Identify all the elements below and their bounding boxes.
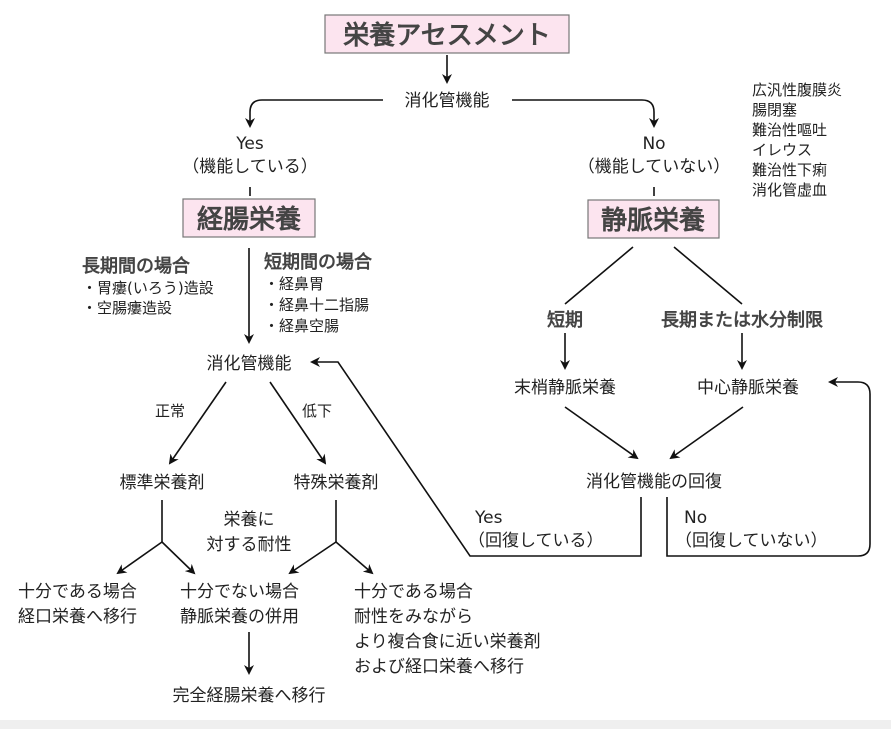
peripheral-pn: 末梢静脈栄養 bbox=[514, 378, 616, 398]
line-to-short bbox=[564, 246, 634, 305]
contraindication-list: 広汎性腹膜炎 腸閉塞 難治性嘔吐 イレウス 難治性下痢 消化管虚血 bbox=[752, 81, 842, 199]
sufficient-right: 耐性をみながら bbox=[354, 607, 473, 627]
contraindication-item: 腸閉塞 bbox=[752, 101, 797, 119]
long-term-item: ・胃瘻(いろう)造設 bbox=[82, 279, 214, 297]
central-pn: 中心静脈栄養 bbox=[697, 378, 799, 398]
sufficient-left: 十分である場合 bbox=[18, 582, 137, 602]
footer-band bbox=[0, 720, 891, 729]
short-term-heading: 短期間の場合 bbox=[264, 251, 373, 273]
short-term-item: ・経鼻空腸 bbox=[264, 317, 339, 335]
contraindication-item: イレウス bbox=[752, 141, 812, 159]
arrow-peripheral-to-recovery bbox=[564, 406, 639, 460]
branch-yes-connector bbox=[245, 99, 383, 128]
tolerance-line: 栄養に bbox=[224, 510, 275, 530]
short-term-item: ・経鼻十二指腸 bbox=[264, 296, 369, 314]
long-term-item: ・空腸瘻造設 bbox=[82, 299, 172, 317]
enteral-box bbox=[182, 198, 316, 238]
arrow-not-recovered-to-central bbox=[666, 377, 871, 557]
recovered-label: Yes bbox=[474, 508, 503, 528]
short-label: 短期 bbox=[547, 309, 583, 331]
arrow-decreased bbox=[269, 381, 327, 465]
title-text: 栄養アセスメント bbox=[342, 21, 550, 51]
arrow-special-insufficient bbox=[288, 541, 337, 575]
decreased-label: 低下 bbox=[302, 402, 332, 420]
title-box bbox=[324, 14, 570, 54]
special-formula: 特殊栄養剤 bbox=[294, 473, 379, 493]
enteral-title: 経腸栄養 bbox=[197, 204, 302, 235]
yes-sub: （機能している） bbox=[182, 157, 318, 177]
parenteral-title: 静脈栄養 bbox=[601, 205, 706, 236]
arrow-recovered-to-gi bbox=[310, 357, 642, 557]
insufficient: 静脈栄養の併用 bbox=[180, 607, 299, 627]
long-label: 長期または水分制限 bbox=[661, 309, 824, 331]
yes-label: Yes bbox=[235, 134, 264, 154]
insufficient: 十分でない場合 bbox=[180, 582, 299, 602]
not-recovered-label: No bbox=[684, 508, 707, 528]
standard-formula: 標準栄養剤 bbox=[120, 473, 205, 493]
contraindication-item: 難治性嘔吐 bbox=[752, 121, 827, 139]
final-transition: 完全経腸栄養へ移行 bbox=[173, 686, 326, 706]
not-recovered-sub: （回復していない） bbox=[675, 531, 828, 551]
sufficient-right: より複合食に近い栄養剤 bbox=[354, 632, 541, 652]
long-term-heading: 長期間の場合 bbox=[82, 255, 191, 277]
arrow-normal bbox=[168, 381, 227, 465]
short-term-item: ・経鼻胃 bbox=[264, 275, 324, 293]
enteral-gi-function: 消化管機能 bbox=[207, 354, 292, 374]
recovery-label: 消化管機能の回復 bbox=[586, 472, 722, 492]
sufficient-right: および経口栄養へ移行 bbox=[354, 657, 524, 677]
parenteral-box bbox=[587, 199, 720, 239]
contraindication-item: 消化管虚血 bbox=[752, 181, 827, 199]
arrow-standard-sufficient bbox=[116, 541, 163, 575]
sufficient-left: 経口栄養へ移行 bbox=[18, 607, 137, 627]
gi-function-label: 消化管機能 bbox=[405, 91, 490, 111]
contraindication-item: 難治性下痢 bbox=[752, 161, 827, 179]
arrow-central-to-recovery bbox=[669, 406, 744, 460]
no-sub: （機能していない） bbox=[578, 157, 731, 177]
no-label: No bbox=[642, 134, 665, 154]
arrow-special-sufficient bbox=[335, 541, 374, 575]
normal-label: 正常 bbox=[155, 402, 185, 420]
arrow-standard-insufficient bbox=[161, 541, 196, 575]
contraindication-item: 広汎性腹膜炎 bbox=[752, 81, 842, 99]
tolerance-line: 対する耐性 bbox=[207, 535, 292, 555]
recovered-sub: （回復している） bbox=[468, 531, 604, 551]
sufficient-right: 十分である場合 bbox=[354, 582, 473, 602]
line-to-long bbox=[673, 246, 743, 305]
branch-no-connector bbox=[512, 99, 659, 128]
